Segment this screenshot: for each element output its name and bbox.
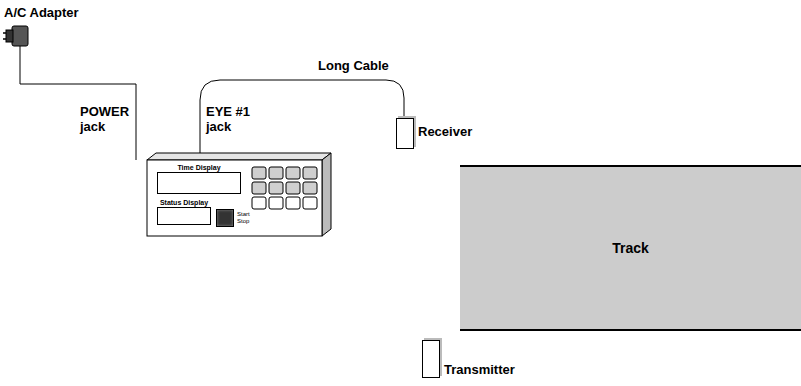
start-stop-button: Start Stop xyxy=(216,209,255,227)
display-heading: Time Display xyxy=(157,163,241,172)
keypad-key xyxy=(303,197,317,209)
eye-label: Receiver xyxy=(418,124,472,139)
display-window: Time Display xyxy=(157,163,241,194)
eye-label: Transmitter xyxy=(444,362,515,377)
display-window: Status Display xyxy=(157,198,211,225)
photo-eye: Receiver xyxy=(396,118,472,149)
button-label: Start Stop xyxy=(237,211,255,225)
photo-eye: Transmitter xyxy=(422,340,515,378)
keypad-key xyxy=(269,182,283,194)
long-cable xyxy=(200,80,404,160)
keypad-key xyxy=(269,197,283,209)
keypad-key xyxy=(286,197,300,209)
power-wire xyxy=(20,46,136,160)
keypad-key xyxy=(269,167,283,179)
part-label: POWER jack xyxy=(80,104,130,134)
keypad xyxy=(252,167,317,209)
keypad-key xyxy=(252,182,266,194)
keypad-key xyxy=(252,197,266,209)
eye-housing xyxy=(422,340,440,378)
track-band: Track xyxy=(460,165,801,331)
track-label: Track xyxy=(612,240,649,256)
display-frame xyxy=(157,207,211,225)
keypad-key xyxy=(286,182,300,194)
button-square xyxy=(216,209,234,227)
timer-body xyxy=(147,153,331,236)
keypad-key xyxy=(303,182,317,194)
eye-housing xyxy=(396,118,414,149)
display-heading: Status Display xyxy=(157,198,211,207)
keypad-key xyxy=(303,167,317,179)
adapter-icon xyxy=(3,26,28,46)
keypad-key xyxy=(286,167,300,179)
part-label: A/C Adapter xyxy=(4,5,114,20)
part-label: EYE #1 jack xyxy=(206,104,256,134)
keypad-key xyxy=(252,167,266,179)
part-label: Long Cable xyxy=(318,58,418,73)
display-frame xyxy=(157,172,241,194)
